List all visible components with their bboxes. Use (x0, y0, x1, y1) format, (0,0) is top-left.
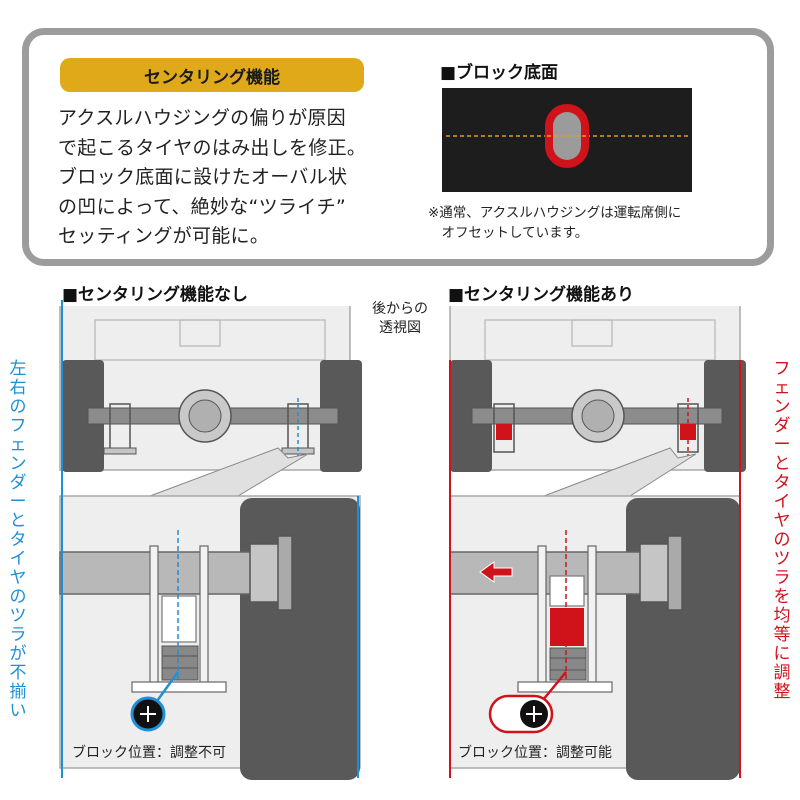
feature-title-badge: センタリング機能 (60, 58, 364, 92)
right-side-label: フェンダーとタイヤのツラを均等に調整 (773, 359, 791, 702)
offset-note: ※通常、アクスルハウジングは運転席側に オフセットしています。 (428, 205, 682, 241)
left-block-position: ブロック位置：調整不可 (72, 745, 226, 761)
feature-description: アクスルハウジングの偏りが原因 で起こるタイヤのはみ出しを修正。 ブロック底面に… (58, 107, 367, 247)
left-panel-diagram (59, 300, 362, 780)
right-panel-heading: ■センタリング機能あり (448, 285, 635, 305)
left-panel-heading: ■センタリング機能なし (62, 285, 249, 305)
rear-perspective-label: 後からの 透視図 (372, 301, 428, 336)
right-panel-diagram (449, 306, 746, 780)
bottom-view-heading: ■ブロック底面 (440, 63, 559, 83)
block-bottom-view (442, 88, 692, 192)
left-side-label: 左右のフェンダーとタイヤのツラが不揃い (9, 359, 27, 721)
right-block-position: ブロック位置：調整可能 (458, 745, 612, 761)
